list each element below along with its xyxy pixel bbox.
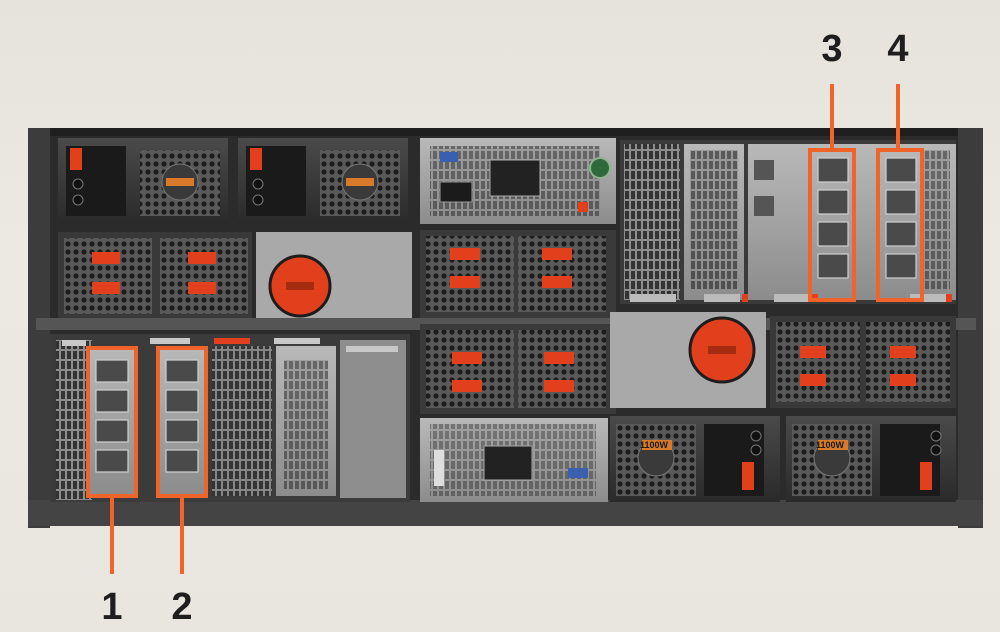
psu-label-right: 1100W bbox=[816, 440, 845, 450]
callout-2-label: 2 bbox=[171, 586, 193, 628]
callout-3-label: 3 bbox=[821, 28, 843, 70]
highlight-callout-3 bbox=[808, 84, 856, 302]
callout-1-label: 1 bbox=[101, 586, 123, 628]
psu-label-left: 1100W bbox=[640, 440, 669, 450]
lower-right-fan-row bbox=[610, 312, 956, 408]
lower-left-io-bay bbox=[50, 334, 410, 502]
callout-4-label: 4 bbox=[887, 28, 909, 70]
upper-fan-row-left bbox=[58, 232, 412, 318]
lower-right-psu-bay bbox=[610, 416, 956, 502]
top-right-io-bay bbox=[620, 140, 956, 304]
top-left-psu-bay bbox=[58, 138, 408, 224]
upper-fan-middle bbox=[420, 230, 616, 318]
highlight-callout-1 bbox=[86, 346, 138, 574]
highlight-callout-2 bbox=[156, 346, 208, 574]
highlight-callout-4 bbox=[876, 84, 924, 302]
top-management-module bbox=[420, 138, 616, 224]
lower-fan-middle bbox=[420, 324, 616, 502]
